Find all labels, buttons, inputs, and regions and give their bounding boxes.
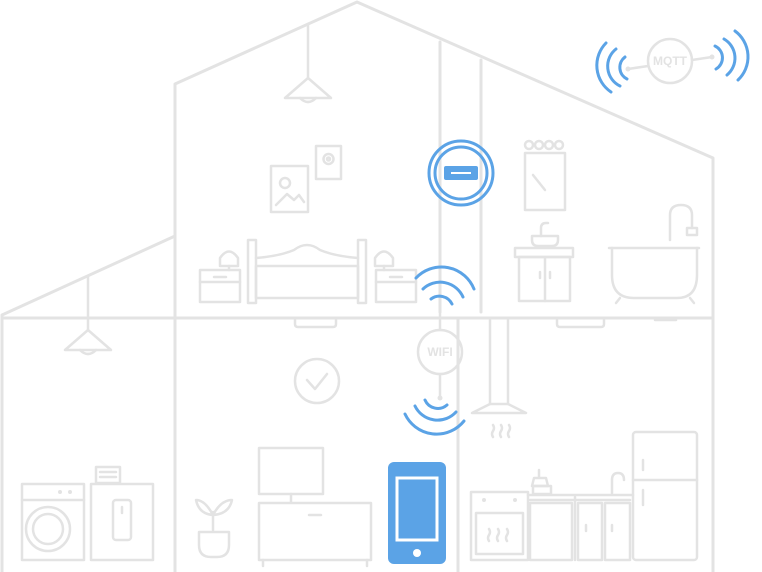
bathtub-icon: [607, 203, 701, 305]
house-outline-icon: [0, 0, 715, 572]
ceiling-lamp-icon: [283, 22, 333, 104]
kitchen-counter-icon: [469, 468, 635, 562]
range-hood-icon: [470, 318, 528, 439]
nightstand-lamp-icon: [198, 250, 242, 304]
ceiling-lamp-icon: [63, 275, 113, 356]
washing-machine-icon: [20, 482, 86, 562]
potted-plant-icon: [194, 498, 234, 559]
sink-cabinet-icon: [513, 221, 575, 303]
tv-stand-icon: [257, 446, 373, 568]
picture-frame-icon: [269, 144, 343, 214]
stove-icon: [523, 139, 567, 212]
refrigerator-icon: [631, 430, 699, 562]
mqtt-broker-icon: MQTT: [595, 29, 750, 94]
wall-clock-icon: [293, 357, 341, 405]
router-device-icon: [427, 139, 495, 207]
nightstand-lamp-icon: [373, 250, 418, 304]
bed-icon: [246, 238, 368, 305]
wifi-label: WIFI: [427, 345, 452, 359]
mqtt-label: MQTT: [653, 54, 688, 68]
dryer-icon: [89, 465, 155, 562]
wifi-signal-icon: WIFI: [403, 265, 476, 436]
smartphone-icon: [388, 462, 446, 564]
